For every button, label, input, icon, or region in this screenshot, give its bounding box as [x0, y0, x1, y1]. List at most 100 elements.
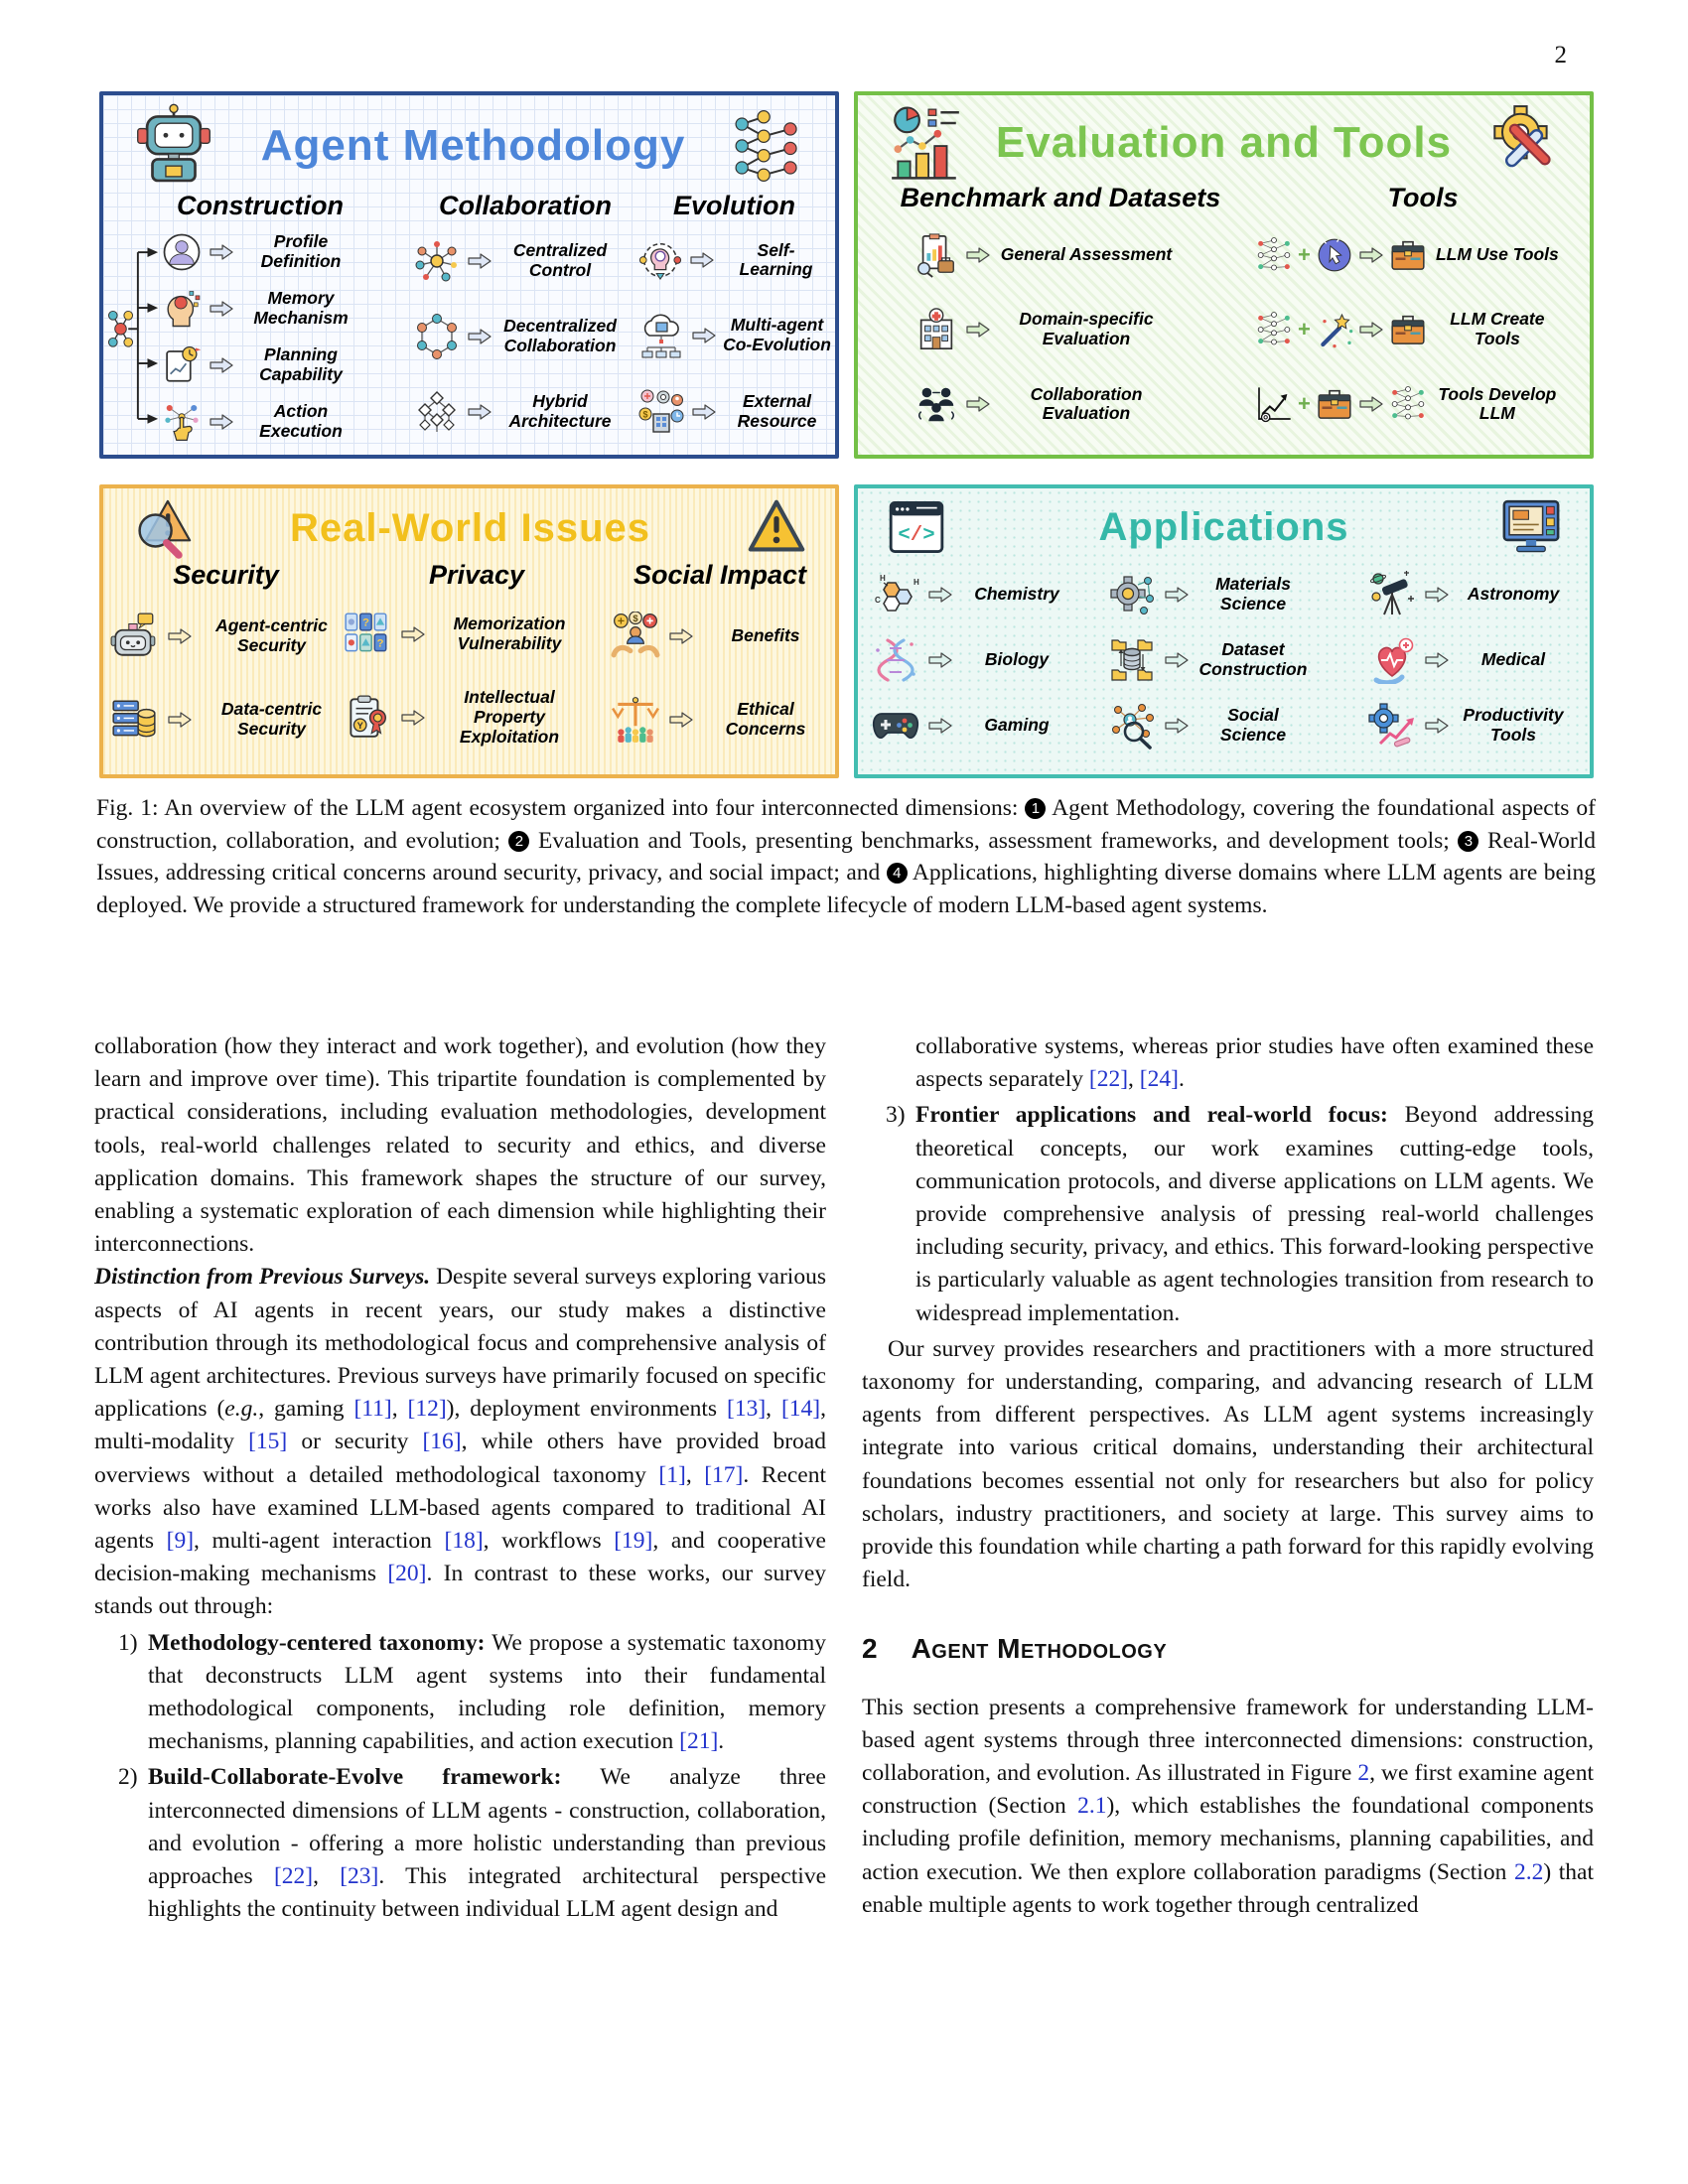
app-item-dataset: Dataset Construction: [1108, 627, 1368, 693]
text-segment: or security: [287, 1429, 423, 1455]
benchmark-item-collaboration: Collaboration Evaluation: [914, 381, 1254, 427]
citation-link[interactable]: [12]: [407, 1396, 447, 1423]
security-column: Agent-centric Security: [109, 595, 343, 761]
numbered-marker: 3: [1458, 830, 1479, 852]
collaboration-item-decentralized: Decentralized Collaboration: [413, 313, 637, 360]
benchmark-column: General Assessment Domain-specific Ev: [862, 217, 1254, 442]
text-segment: Applications, highlighting diverse domai…: [96, 860, 1596, 918]
panel-title-issues: Real-World Issues: [289, 505, 651, 550]
text-segment: Agent Methodology, covering the foundati…: [96, 795, 1596, 854]
block-arrow-icon: [210, 356, 233, 373]
list-item-3: 3) Frontier applications and real-world …: [862, 1099, 1594, 1329]
warning-magnifier-icon: [138, 499, 192, 559]
block-arrow-icon: [1359, 247, 1383, 263]
panel-title-evaluation: Evaluation and Tools: [995, 118, 1453, 167]
text-segment: ,: [391, 1396, 408, 1423]
item-label: Collaboration Evaluation: [1030, 383, 1143, 424]
citation-link[interactable]: [22]: [273, 1863, 314, 1890]
text-segment: Build-Collaborate-Evolve framework:: [148, 1764, 562, 1791]
citation-link[interactable]: [1]: [658, 1461, 686, 1488]
text-segment: . In contrast to these works, our survey…: [94, 1561, 826, 1620]
list-number: 1): [118, 1629, 138, 1656]
block-arrow-icon: [1165, 718, 1189, 734]
analytics-chart-icon: [892, 106, 959, 180]
citation-link[interactable]: 2.1: [1077, 1793, 1107, 1820]
svg-text:$: $: [633, 614, 638, 623]
page-number: 2: [1554, 42, 1568, 68]
section-heading: 2 Agent Methodology: [862, 1632, 1594, 1665]
citation-link[interactable]: [17]: [704, 1461, 744, 1488]
external-resource-icon: $: [638, 389, 684, 433]
citation-link[interactable]: [18]: [444, 1528, 484, 1555]
text-segment: . Recent works also have examined LLM-ba…: [94, 1461, 827, 1555]
item-label: Data-centric Security: [220, 699, 323, 739]
dataset-database-icon: [1111, 639, 1153, 681]
hybrid-cubes-icon: [418, 391, 456, 432]
citation-link[interactable]: 2.2: [1513, 1858, 1544, 1885]
item-label: Ethical Concerns: [725, 699, 806, 739]
neural-network-icon: [1257, 236, 1291, 271]
benefits-hands-icon: $: [611, 612, 660, 658]
molecule-icon: H C H: [875, 574, 919, 612]
hospital-building-icon: [919, 308, 953, 350]
citation-link[interactable]: [23]: [340, 1863, 379, 1890]
toolbox-icon: [1318, 390, 1351, 420]
figure-1: Agent Methodology Construction Collabora…: [99, 91, 1595, 778]
svg-text:Y: Y: [357, 721, 364, 731]
citation-link[interactable]: [9]: [166, 1528, 195, 1555]
evolution-item-self-learning: Self-Learning: [637, 237, 831, 283]
citation-link[interactable]: 2: [1357, 1760, 1370, 1787]
plus-sign: +: [1298, 241, 1311, 267]
paragraph: This section presents a comprehensive fr…: [862, 1692, 1594, 1922]
issues-item-agent-security: Agent-centric Security: [109, 612, 343, 661]
section-title: Agent Methodology: [911, 1633, 1168, 1665]
citation-link[interactable]: [21]: [679, 1728, 719, 1755]
app-item-chemistry: H C H Chemistry: [872, 562, 1108, 627]
list-number: 3): [886, 1102, 906, 1129]
text-segment: We propose a systematic taxonomy that de…: [148, 1629, 826, 1755]
block-arrow-icon: [468, 329, 492, 344]
svg-text:H: H: [880, 574, 886, 583]
self-learning-icon: [638, 243, 682, 281]
text-segment: e.g.: [224, 1396, 259, 1423]
decentralized-ring-icon: [417, 314, 457, 359]
citation-link[interactable]: [19]: [614, 1528, 653, 1555]
citation-link[interactable]: [22]: [1088, 1066, 1129, 1093]
block-arrow-icon: [1165, 652, 1189, 668]
text-segment: Distinction from Previous Surveys.: [94, 1264, 431, 1291]
tools-item-llm-use: +: [1254, 235, 1590, 275]
tools-item-develop-llm: +: [1254, 384, 1590, 424]
citation-link[interactable]: [20]: [387, 1561, 427, 1587]
issues-item-memorization: ? ? Memorization Vulnerability: [343, 610, 611, 659]
panel-evaluation-tools: Evaluation and Tools Benchmark and Datas…: [854, 91, 1594, 459]
citation-link[interactable]: [11]: [353, 1396, 392, 1423]
numbered-marker: 2: [508, 830, 530, 852]
text-segment: We analyze three interconnected dimensio…: [148, 1764, 826, 1890]
app-item-materials: Materials Science: [1108, 562, 1368, 627]
tools-column: +: [1254, 217, 1590, 442]
text-segment: , we first examine agent construction (S…: [862, 1760, 1594, 1820]
collaboration-column: Centralized Control Decentralized Collab…: [413, 223, 637, 450]
text-segment: , workflows: [483, 1528, 615, 1555]
numbered-marker: 1: [1025, 798, 1047, 819]
column-header-privacy: Privacy: [428, 560, 525, 590]
citation-link[interactable]: [15]: [248, 1429, 288, 1455]
text-segment: Real-World Issues, addressing critical c…: [96, 827, 1596, 887]
citation-link[interactable]: [24]: [1139, 1066, 1179, 1093]
server-database-icon: [112, 700, 156, 738]
figure-caption: Fig. 1: An overview of the LLM agent eco…: [96, 792, 1596, 921]
citation-link[interactable]: [14]: [780, 1396, 821, 1423]
text-segment: .: [1178, 1066, 1185, 1093]
materials-gear-icon: [1110, 576, 1154, 614]
text-segment: , multi-agent interaction: [194, 1528, 445, 1555]
item-label: Memory Mechanism: [253, 287, 349, 328]
column-header-collaboration: Collaboration: [439, 191, 612, 220]
citation-link[interactable]: [16]: [422, 1429, 462, 1455]
citation-link[interactable]: [13]: [727, 1396, 767, 1423]
item-label: External Resource: [737, 391, 817, 431]
section-number: 2: [862, 1633, 878, 1665]
toolbox-icon: [1391, 240, 1425, 270]
social-network-magnifier-icon: [1112, 704, 1154, 750]
item-label: Centralized Control: [512, 240, 608, 280]
